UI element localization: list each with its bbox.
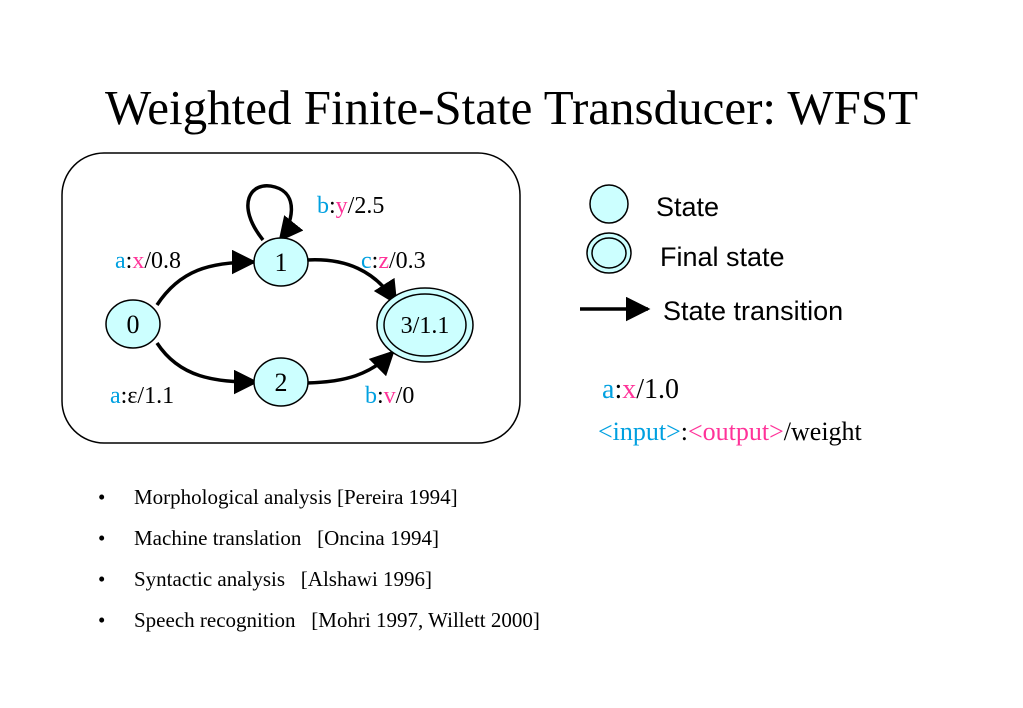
transition-label-2-3: b:v/0 <box>365 383 414 409</box>
bullet-icon: • <box>98 567 106 591</box>
applications-list: •Morphological analysis [Pereira 1994] •… <box>98 482 540 646</box>
legend-transition-label: State transition <box>663 296 843 326</box>
legend-example-label: a:x/1.0 <box>602 374 679 405</box>
transition-label-0-2: a:ε/1.1 <box>110 383 174 409</box>
state-label: 3/1.1 <box>401 313 450 339</box>
list-item: •Syntactic analysis [Alshawi 1996] <box>98 564 540 605</box>
list-item: •Speech recognition [Mohri 1997, Willett… <box>98 605 540 646</box>
transition-label-1-3: c:z/0.3 <box>361 248 426 274</box>
legend-state-label: State <box>656 192 719 222</box>
transition-label-self-1: b:y/2.5 <box>317 193 384 219</box>
transition-1-3 <box>306 258 398 306</box>
transition-label-0-1: a:x/0.8 <box>115 248 181 274</box>
state-label: 0 <box>127 310 140 339</box>
transition-2-3 <box>306 350 395 385</box>
legend-final-state-symbol <box>586 232 632 274</box>
legend: State Final state State transition a:x/1… <box>580 184 863 446</box>
state-final-3: 3/1.1 <box>376 287 474 363</box>
state-1: 1 <box>253 237 309 287</box>
transition-0-1 <box>155 249 257 306</box>
transition-0-2 <box>155 342 259 395</box>
slide-title: Weighted Finite-State Transducer: WFST <box>104 80 919 135</box>
legend-final-state-label: Final state <box>660 242 785 272</box>
transition-self-1 <box>246 184 304 242</box>
state-0: 0 <box>105 299 161 349</box>
legend-state-symbol <box>589 184 629 224</box>
bullet-icon: • <box>98 485 106 509</box>
state-label: 1 <box>275 248 288 277</box>
list-item: •Morphological analysis [Pereira 1994] <box>98 482 540 523</box>
diagram-frame <box>61 152 521 444</box>
legend-format-label: <input>:<output>/weight <box>598 417 863 446</box>
bullet-icon: • <box>98 608 106 632</box>
list-item: •Machine translation [Oncina 1994] <box>98 523 540 564</box>
state-2: 2 <box>253 357 309 407</box>
bullet-icon: • <box>98 526 106 550</box>
state-label: 2 <box>275 368 288 397</box>
